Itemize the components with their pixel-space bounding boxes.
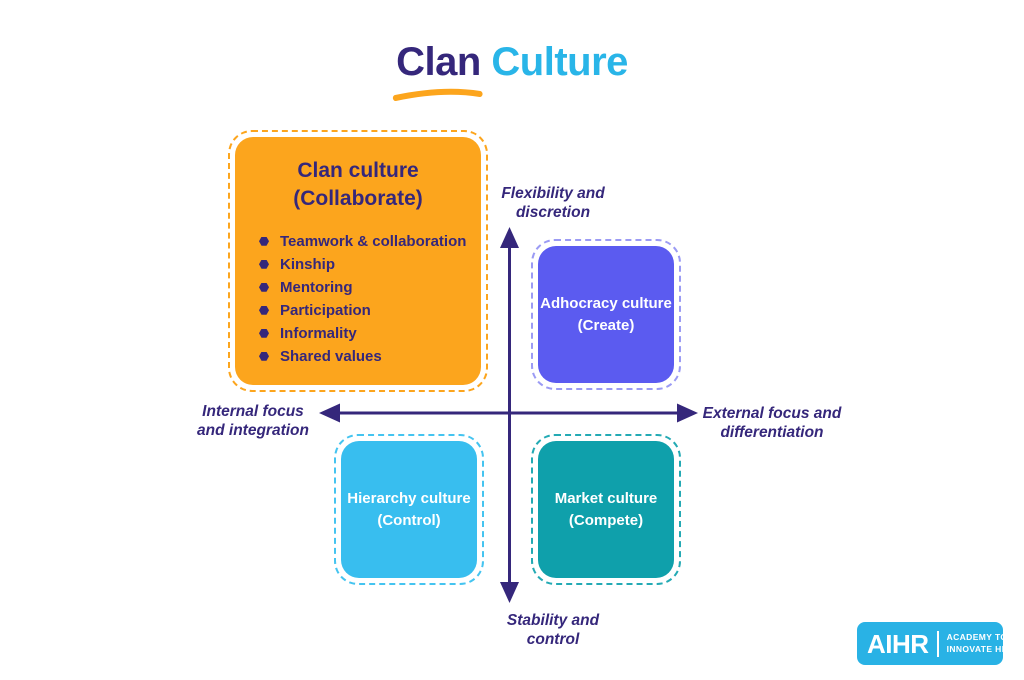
hexagon-bullet-icon (259, 236, 269, 246)
market-label-line2: (Compete) (568, 511, 644, 529)
bullet-text: Informality (280, 324, 357, 342)
market-label-line1: Market culture (554, 489, 658, 507)
axis-label-right: External focus and differentiation (703, 404, 842, 443)
aihr-logo-brand: AIHR (867, 628, 929, 659)
quadrant-market-box: Market culture (Compete) (538, 441, 674, 578)
page-title: Clan Culture (0, 40, 1024, 101)
bullet-item: Kinship (259, 253, 481, 276)
clan-heading-line1: Clan culture (297, 159, 419, 182)
axis-label-bottom-line2: control (526, 631, 580, 649)
bullet-item: Teamwork & collaboration (259, 230, 481, 253)
arrowhead-up (500, 227, 519, 248)
axis-label-right-line2: differentiation (720, 424, 824, 442)
bullet-item: Shared values (259, 345, 481, 368)
axis-label-left-line2: and integration (197, 422, 309, 440)
title-word-culture: Culture (491, 40, 628, 84)
arrowhead-left (319, 403, 340, 423)
aihr-logo: AIHR ACADEMY TO INNOVATE HR (857, 622, 1008, 665)
bullet-text: Kinship (280, 255, 335, 273)
arrowhead-down (500, 582, 519, 603)
title-word-clan: Clan (392, 40, 483, 101)
axis-label-left: Internal focus and integration (197, 402, 309, 441)
quadrant-clan-box: Clan culture (Collaborate) Teamwork & co… (235, 137, 481, 385)
hierarchy-label-line2: (Control) (377, 511, 441, 529)
axis-label-top: Flexibility and discretion (501, 184, 604, 223)
hexagon-bullet-icon (259, 282, 269, 292)
quadrant-market-frame: Market culture (Compete) (531, 434, 681, 585)
quadrant-adhocracy-frame: Adhocracy culture (Create) (531, 239, 681, 390)
aihr-logo-tagline: ACADEMY TO INNOVATE HR (947, 632, 1009, 654)
adhocracy-label-line2: (Create) (577, 316, 635, 334)
bullet-text: Participation (280, 301, 371, 319)
aihr-logo-divider (936, 630, 939, 657)
bullet-item: Mentoring (259, 276, 481, 299)
quadrant-hierarchy-box: Hierarchy culture (Control) (341, 441, 477, 578)
adhocracy-label-line1: Adhocracy culture (540, 294, 672, 312)
hexagon-bullet-icon (259, 328, 269, 338)
clan-heading-line2: (Collaborate) (293, 187, 423, 211)
hierarchy-label-line1: Hierarchy culture (347, 489, 471, 507)
axis-label-bottom-line1: Stability and (506, 612, 600, 629)
aihr-logo-tagline-line2: INNOVATE HR (946, 643, 1009, 654)
bullet-text: Teamwork & collaboration (280, 232, 467, 250)
axis-vertical (500, 227, 519, 603)
arrowhead-right (677, 403, 698, 423)
title-underline-swoosh (392, 88, 483, 101)
axis-label-right-line1: External focus and (702, 405, 842, 422)
axis-horizontal (319, 403, 698, 423)
aihr-logo-tagline-line1: ACADEMY TO (946, 632, 1008, 643)
bullet-text: Mentoring (280, 278, 353, 296)
bullet-item: Participation (259, 299, 481, 322)
title-word-clan-text: Clan (396, 40, 481, 84)
axis-label-bottom: Stability and control (507, 611, 599, 650)
bullet-text: Shared values (280, 347, 382, 365)
axis-label-top-line2: discretion (515, 204, 591, 222)
hexagon-bullet-icon (259, 351, 269, 361)
clan-bullet-list: Teamwork & collaboration Kinship Mentori… (235, 230, 481, 368)
clan-heading: Clan culture (Collaborate) (235, 157, 481, 214)
quadrant-hierarchy-frame: Hierarchy culture (Control) (334, 434, 484, 585)
bullet-item: Informality (259, 322, 481, 345)
hexagon-bullet-icon (259, 305, 269, 315)
axis-label-left-line1: Internal focus (202, 403, 304, 420)
quadrant-clan-frame: Clan culture (Collaborate) Teamwork & co… (228, 130, 488, 392)
hexagon-bullet-icon (259, 259, 269, 269)
axis-label-top-line1: Flexibility and (501, 185, 605, 202)
quadrant-adhocracy-box: Adhocracy culture (Create) (538, 246, 674, 383)
